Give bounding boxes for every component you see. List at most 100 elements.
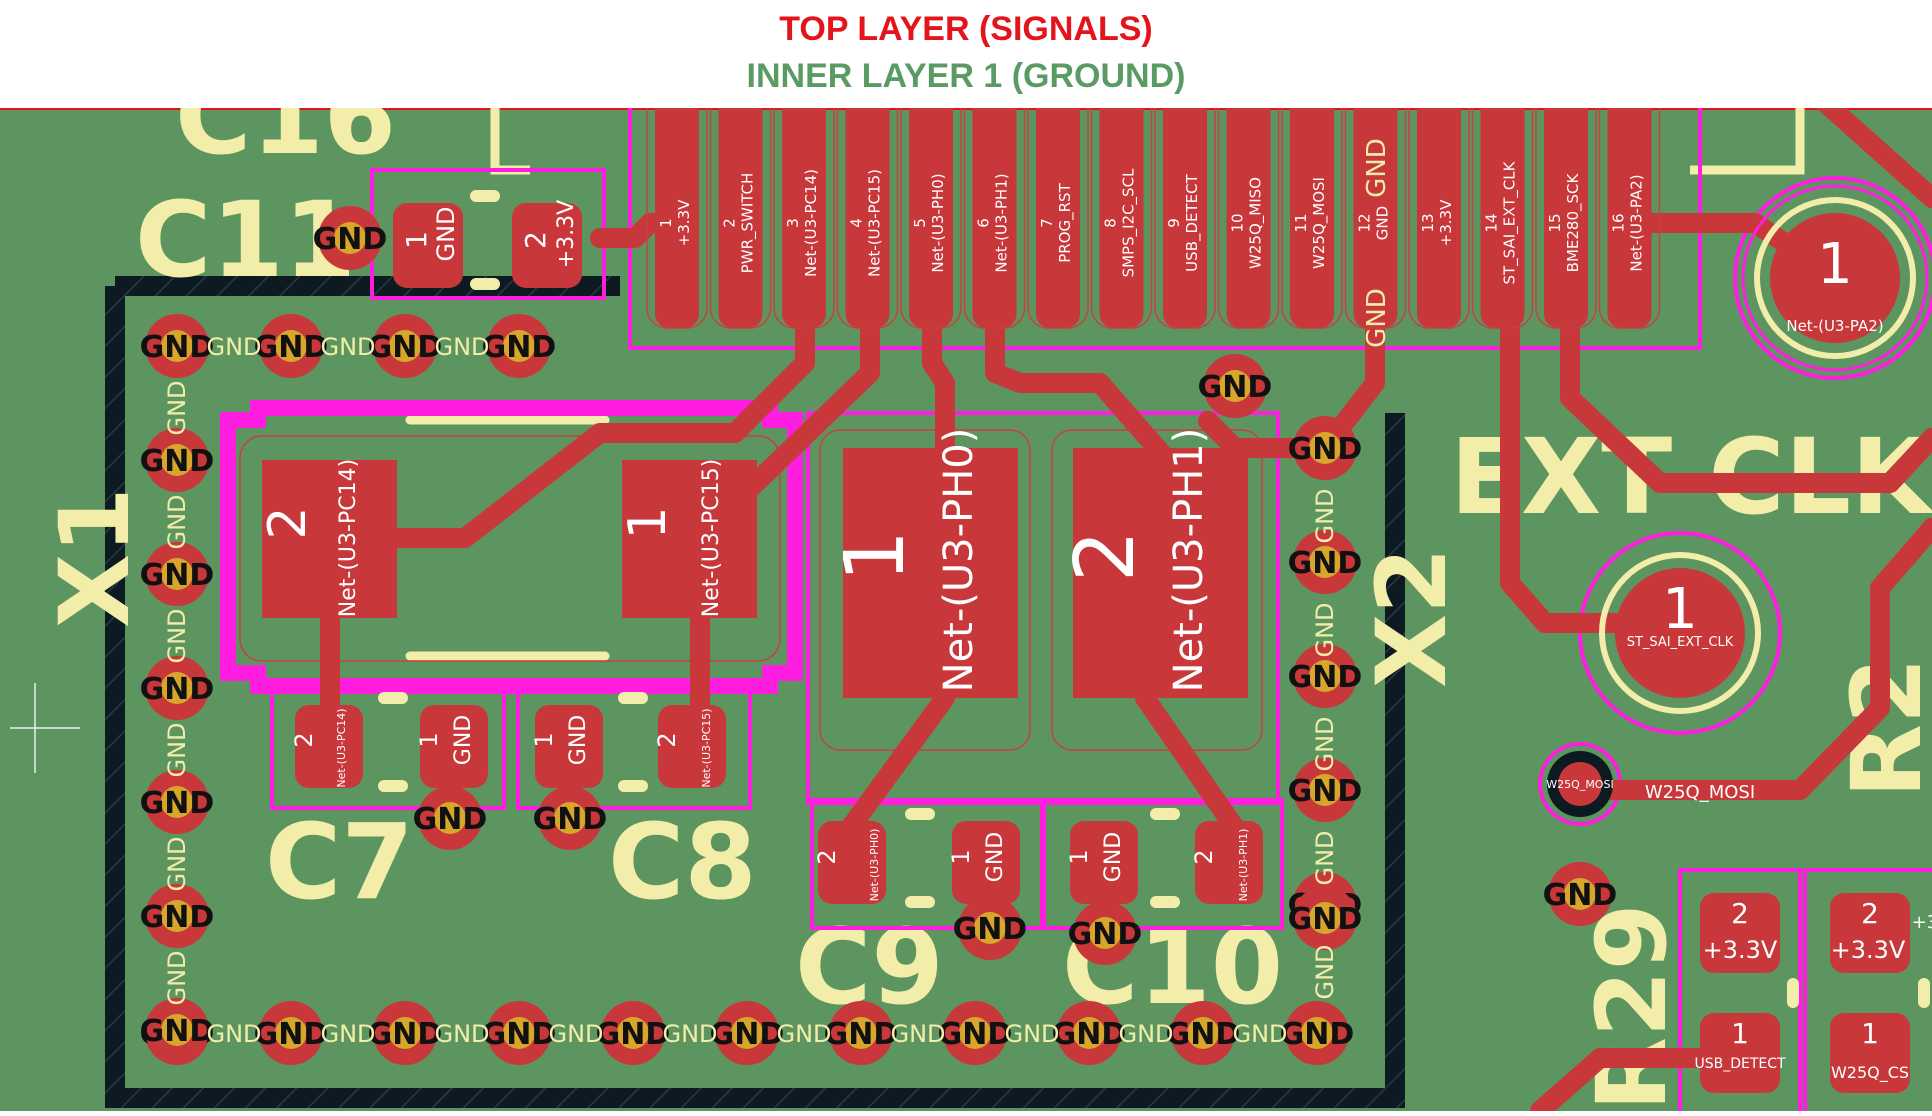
gnd-via-drill [1564, 878, 1596, 910]
c8-pad-2 [658, 705, 726, 788]
c7-silk-top [378, 692, 408, 704]
gnd-via-label: GND [1198, 370, 1273, 405]
c11-silk-gap-bottom [470, 278, 500, 290]
c7-pad-1 [420, 705, 488, 788]
gnd-via-drill [845, 1017, 877, 1049]
inner-layer-title: INNER LAYER 1 (GROUND) [746, 57, 1186, 95]
trace-ph0-c9 [840, 688, 955, 838]
gnd-via-drill [161, 786, 193, 818]
x1-footprint: 2 Net-(U3-PC14) 1 Net-(U3-PC15) [258, 459, 757, 618]
gnd-via-drill [1309, 546, 1341, 578]
via-w25q-pad [1558, 762, 1602, 806]
c8-pad2-number: 2 [653, 732, 681, 747]
trace-pc14 [380, 298, 815, 548]
gnd-via-drill [617, 1017, 649, 1049]
gnd-trace-label: GND [1232, 1020, 1287, 1048]
c10-courtyard [1040, 798, 1284, 930]
gnd-via-drill [161, 900, 193, 932]
c11-pad-2 [512, 203, 582, 288]
gnd-via-drill [1187, 1017, 1219, 1049]
c10-pad2-number: 2 [1190, 849, 1218, 864]
gnd-via-label: GND [1543, 878, 1618, 913]
gnd-trace-label: GND [320, 333, 375, 361]
x1-pad1-number: 1 [618, 506, 678, 539]
c8-pad-1 [535, 705, 603, 788]
right-cap-right-bottom-pad [1830, 1013, 1910, 1093]
gnd-trace-label: GND [163, 380, 191, 435]
gnd-via-drill [974, 912, 1006, 944]
header-pin-net: GND [1374, 206, 1392, 240]
header-pin-number: 11 [1292, 213, 1310, 232]
gnd-via-drill [275, 1017, 307, 1049]
x2-designator: X2 [1356, 547, 1468, 688]
gnd-via-drill [554, 802, 586, 834]
gnd-via-label: GND [140, 330, 215, 365]
gnd-trace-label: GND [163, 722, 191, 777]
gnd-via-drill [161, 330, 193, 362]
gnd-via-label: GND [413, 802, 488, 837]
gnd-trace-label: GND [1362, 138, 1392, 198]
gnd-via-label: GND [368, 330, 443, 365]
gnd-via-label: GND [953, 912, 1028, 947]
gnd-via-label: GND [482, 330, 557, 365]
header-pin-net: Net-(U3-PC14) [802, 169, 820, 277]
right-cap-left-top-pad [1700, 893, 1780, 973]
header-pin-net: W25Q_MISO [1247, 177, 1266, 269]
gnd-via-label: GND [1166, 1017, 1241, 1052]
c11-silk-gap [470, 190, 500, 202]
right-cap-left-courtyard [1678, 868, 1802, 1116]
c10-pad1-net: GND [1101, 832, 1126, 882]
trace-ext-clk [1500, 298, 1660, 633]
gnd-trace-label: GND [1311, 488, 1339, 543]
x2-pad-2 [1073, 448, 1248, 698]
right-cap-left-bottom-number: 1 [1731, 1017, 1749, 1050]
header-pin-net: Net-(U3-PA2) [1628, 174, 1646, 271]
pcb-board-view: C16 C11 X1 X2 C7 C8 C9 C10 EXT CLK R2 R2… [0, 56, 1932, 1116]
c7-designator: C7 [265, 801, 414, 923]
x2-pad1-net: Net-(U3-PH0) [936, 428, 982, 693]
tp-ext-clk-silk [1599, 552, 1761, 714]
c11-pad1-net: GND [432, 206, 460, 261]
gnd-via-label: GND [710, 1017, 785, 1052]
gnd-via-label: GND [1288, 902, 1363, 937]
gnd-via-label: GND [140, 900, 215, 935]
c9-pad-2 [818, 821, 886, 904]
c10-silk-bottom [1150, 896, 1180, 908]
gnd-via-label: GND [1288, 660, 1363, 695]
right-cap-left-bottom-net: USB_DETECT [1694, 1056, 1786, 1072]
gnd-via-drill [1301, 1017, 1333, 1049]
gnd-via-drill [161, 672, 193, 704]
c7-pad2-number: 2 [290, 732, 318, 747]
header-pin-net: BME280_SCK [1564, 173, 1583, 273]
gnd-via-label: GND [1052, 1017, 1127, 1052]
gnd-via-label: GND [140, 558, 215, 593]
pa2-silk-outline [1690, 108, 1805, 175]
tp-ext-clk-number: 1 [1662, 577, 1698, 642]
header-pin-net: W25Q_MOSI [1310, 177, 1329, 269]
c9-pad2-number: 2 [813, 849, 841, 864]
trace-bme280 [1560, 298, 1932, 493]
gnd-trace-label: GND [1118, 1020, 1173, 1048]
header-pin-pad [845, 88, 890, 328]
header-pin-pad [655, 88, 699, 328]
right-cap-right-extra-net: +3 [1912, 912, 1932, 933]
c10-silk-top [1150, 808, 1180, 820]
x1-pad-1 [622, 460, 757, 618]
right-cap-right-bottom-net: W25Q_CS [1831, 1063, 1909, 1083]
c10-pad-1 [1070, 821, 1138, 904]
trace-r29-bottom [1530, 1048, 1745, 1116]
x2-pad1-number: 1 [828, 530, 923, 582]
header-pin-net: Net-(U3-PH0) [929, 173, 947, 272]
trace-pin15-top [1810, 88, 1932, 208]
layer-legend-header: TOP LAYER (SIGNALS) INNER LAYER 1 (GROUN… [0, 0, 1932, 108]
header-pin-net: Net-(U3-PH1) [993, 173, 1011, 272]
